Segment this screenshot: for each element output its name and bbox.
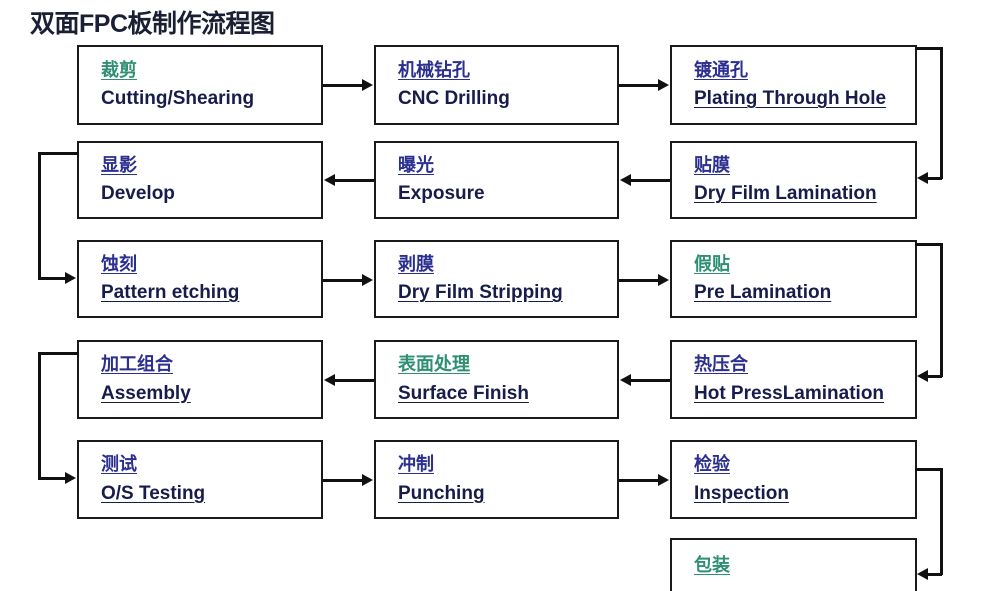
connector-inspection-right-top [915, 468, 943, 471]
arrowhead-hot-press [917, 370, 928, 382]
connector-plating-right-down [940, 47, 943, 179]
node-assembly-en: Assembly [101, 382, 191, 404]
connector-lamination-to-exposure [631, 179, 670, 182]
connector-plating-into-lamination [928, 177, 942, 180]
arrowhead-etching [65, 272, 76, 284]
connector-assembly-left-down [38, 352, 41, 480]
arrowhead-stripping [362, 274, 373, 286]
node-develop[interactable]: 显影 Develop [77, 141, 323, 219]
connector-assembly-into-testing [38, 477, 66, 480]
node-plating-cn: 镀通孔 [694, 59, 748, 80]
node-dryfilm-lamination-en: Dry Film Lamination [694, 183, 877, 205]
arrowhead-punching [362, 474, 373, 486]
connector-inspection-right-down [940, 468, 943, 575]
node-punching[interactable]: 冲制 Punching [374, 440, 619, 519]
connector-pre-lam-right-top [915, 243, 943, 246]
connector-surface-to-assembly [335, 379, 374, 382]
arrowhead-exposure [620, 174, 631, 186]
node-punching-cn: 冲制 [398, 454, 434, 475]
arrowhead-drilling [362, 79, 373, 91]
node-hot-press[interactable]: 热压合 Hot PressLamination [670, 340, 917, 419]
arrowhead-inspection [658, 474, 669, 486]
node-inspection[interactable]: 检验 Inspection [670, 440, 917, 519]
node-packaging[interactable]: 包装 [670, 538, 917, 591]
node-etching-en: Pattern etching [101, 282, 240, 304]
node-stripping-cn: 剥膜 [398, 253, 434, 274]
node-inspection-cn: 检验 [694, 454, 730, 475]
node-dryfilm-lamination[interactable]: 贴膜 Dry Film Lamination [670, 141, 917, 219]
node-exposure-cn: 曝光 [398, 154, 434, 175]
arrowhead-surface-finish [620, 374, 631, 386]
node-etching[interactable]: 蚀刻 Pattern etching [77, 240, 323, 318]
node-surface-finish-cn: 表面处理 [398, 354, 470, 375]
node-etching-cn: 蚀刻 [101, 253, 137, 274]
node-punching-en: Punching [398, 482, 485, 504]
node-stripping[interactable]: 剥膜 Dry Film Stripping [374, 240, 619, 318]
node-surface-finish[interactable]: 表面处理 Surface Finish [374, 340, 619, 419]
connector-exposure-to-develop [335, 179, 374, 182]
connector-etching-to-stripping [323, 279, 363, 282]
node-testing-en: O/S Testing [101, 482, 206, 504]
node-pre-lamination-cn: 假贴 [694, 253, 730, 274]
connector-punching-to-inspection [619, 479, 659, 482]
node-assembly-cn: 加工组合 [101, 354, 173, 375]
connector-develop-left-top [38, 152, 78, 155]
node-drilling[interactable]: 机械钻孔 CNC Drilling [374, 45, 619, 125]
connector-pre-lam-into-hot-press [928, 375, 942, 378]
node-pre-lamination-en: Pre Lamination [694, 282, 832, 304]
connector-plating-right-top [915, 47, 943, 50]
node-hot-press-cn: 热压合 [694, 354, 748, 375]
arrowhead-packaging [917, 568, 928, 580]
connector-hot-press-to-surface [631, 379, 670, 382]
node-hot-press-en: Hot PressLamination [694, 382, 885, 404]
node-inspection-en: Inspection [694, 482, 790, 504]
node-exposure-en: Exposure [398, 183, 485, 205]
node-pre-lamination[interactable]: 假贴 Pre Lamination [670, 240, 917, 318]
node-cutting[interactable]: 裁剪 Cutting/Shearing [77, 45, 323, 125]
page-title: 双面FPC板制作流程图 [30, 10, 275, 38]
connector-inspection-into-packaging [928, 573, 942, 576]
arrowhead-develop [324, 174, 335, 186]
node-develop-en: Develop [101, 183, 175, 205]
node-plating[interactable]: 镀通孔 Plating Through Hole [670, 45, 917, 125]
node-exposure[interactable]: 曝光 Exposure [374, 141, 619, 219]
node-testing[interactable]: 测试 O/S Testing [77, 440, 323, 519]
node-stripping-en: Dry Film Stripping [398, 282, 563, 304]
connector-cutting-to-drilling [323, 84, 363, 87]
node-drilling-cn: 机械钻孔 [398, 59, 470, 80]
connector-drilling-to-plating [619, 84, 659, 87]
arrowhead-assembly [324, 374, 335, 386]
node-plating-en: Plating Through Hole [694, 88, 887, 110]
arrowhead-plating [658, 79, 669, 91]
connector-develop-into-etching [38, 277, 66, 280]
connector-testing-to-punching [323, 479, 363, 482]
node-cutting-en: Cutting/Shearing [101, 88, 255, 110]
arrowhead-pre-lamination [658, 274, 669, 286]
node-cutting-cn: 裁剪 [101, 59, 137, 80]
node-packaging-cn: 包装 [694, 555, 730, 575]
node-drilling-en: CNC Drilling [398, 88, 510, 110]
node-dryfilm-lamination-cn: 贴膜 [694, 154, 730, 175]
node-develop-cn: 显影 [101, 154, 137, 175]
node-surface-finish-en: Surface Finish [398, 382, 529, 404]
node-assembly[interactable]: 加工组合 Assembly [77, 340, 323, 419]
arrowhead-testing [65, 472, 76, 484]
connector-pre-lam-right-down [940, 243, 943, 377]
connector-develop-left-down [38, 152, 41, 280]
connector-assembly-left-top [38, 352, 78, 355]
arrowhead-dryfilm-lamination [917, 172, 928, 184]
node-testing-cn: 测试 [101, 454, 137, 475]
connector-stripping-to-pre-lamination [619, 279, 659, 282]
